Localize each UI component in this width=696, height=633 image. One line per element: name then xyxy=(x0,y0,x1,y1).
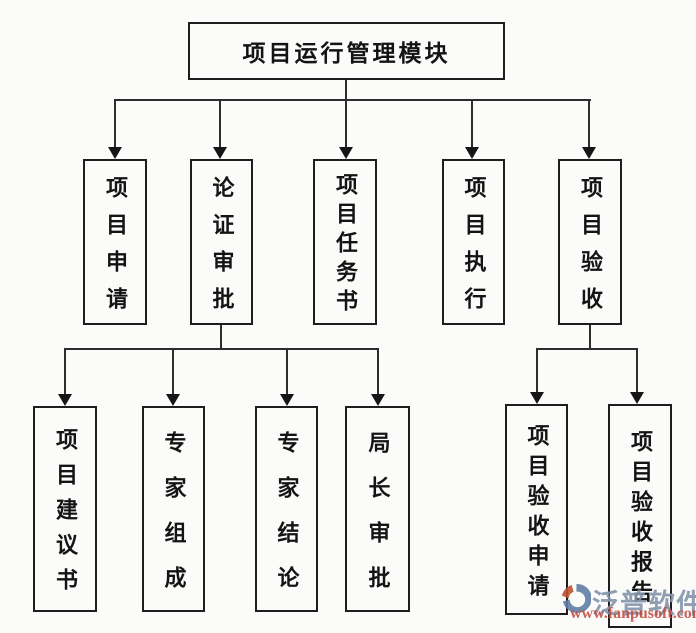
node-label: 项目验收 xyxy=(578,175,603,324)
connector-drop-1 xyxy=(114,99,116,147)
node-label: 项目申请 xyxy=(103,175,128,324)
arrow-down-icon xyxy=(213,147,227,159)
node-project-execution: 项目执行 xyxy=(442,159,505,325)
arrow-down-icon xyxy=(339,147,353,159)
connector-drop-9 xyxy=(377,348,379,395)
connector-root-stub xyxy=(345,80,347,100)
node-project-operation-management-module: 项目运行管理模块 xyxy=(188,22,505,80)
connector-drop-10 xyxy=(536,348,538,393)
connector-drop-4 xyxy=(471,99,473,147)
node-acceptance-report: 项目验收报告 xyxy=(608,404,672,628)
connector-drop-6 xyxy=(64,348,66,395)
arrow-down-icon xyxy=(582,147,596,159)
node-expert-composition: 专家组成 xyxy=(142,406,205,612)
fanpu-logo-icon xyxy=(560,583,592,614)
node-label: 项目建议书 xyxy=(53,428,78,603)
node-label: 项目运行管理模块 xyxy=(242,41,451,66)
node-label: 论证审批 xyxy=(209,175,235,324)
node-project-application: 项目申请 xyxy=(83,159,147,325)
node-project-acceptance: 项目验收 xyxy=(558,159,622,325)
connector-drop-7 xyxy=(172,348,174,395)
node-project-task-book: 项目任务书 xyxy=(313,159,377,325)
watermark-brand-text: 泛普软件 xyxy=(592,589,696,619)
connector-drop-8 xyxy=(286,348,288,395)
arrow-down-icon xyxy=(280,394,294,406)
node-director-approval: 局长审批 xyxy=(345,406,410,612)
connector-drop-2 xyxy=(219,99,221,147)
arrow-down-icon xyxy=(530,392,544,404)
connector-bus-acceptance xyxy=(536,348,638,350)
connector-drop-5 xyxy=(588,99,590,147)
connector-drop-3 xyxy=(345,99,347,147)
connector-bus-review xyxy=(64,348,379,350)
node-review-approval: 论证审批 xyxy=(190,159,253,325)
node-label: 专家组成 xyxy=(161,430,187,611)
node-label: 项目执行 xyxy=(461,175,487,324)
node-label: 项目验收申请 xyxy=(524,423,550,604)
node-expert-conclusion: 专家结论 xyxy=(255,406,318,612)
arrow-down-icon xyxy=(58,394,72,406)
arrow-down-icon xyxy=(465,147,479,159)
arrow-down-icon xyxy=(371,394,385,406)
node-label: 局长审批 xyxy=(365,430,391,611)
connector-bus-level1 xyxy=(114,99,591,101)
node-label: 专家结论 xyxy=(274,430,300,611)
arrow-down-icon xyxy=(108,147,122,159)
node-acceptance-application: 项目验收申请 xyxy=(505,404,568,615)
node-project-proposal: 项目建议书 xyxy=(33,406,97,612)
arrow-down-icon xyxy=(166,394,180,406)
connector-review-stub xyxy=(220,325,222,349)
arrow-down-icon xyxy=(630,392,644,404)
connector-drop-11 xyxy=(636,348,638,393)
node-label: 项目验收报告 xyxy=(628,430,653,610)
connector-acceptance-stub xyxy=(589,325,591,349)
watermark-url-text: www.fanpusoft.com xyxy=(570,605,696,622)
node-label: 项目任务书 xyxy=(333,173,358,318)
